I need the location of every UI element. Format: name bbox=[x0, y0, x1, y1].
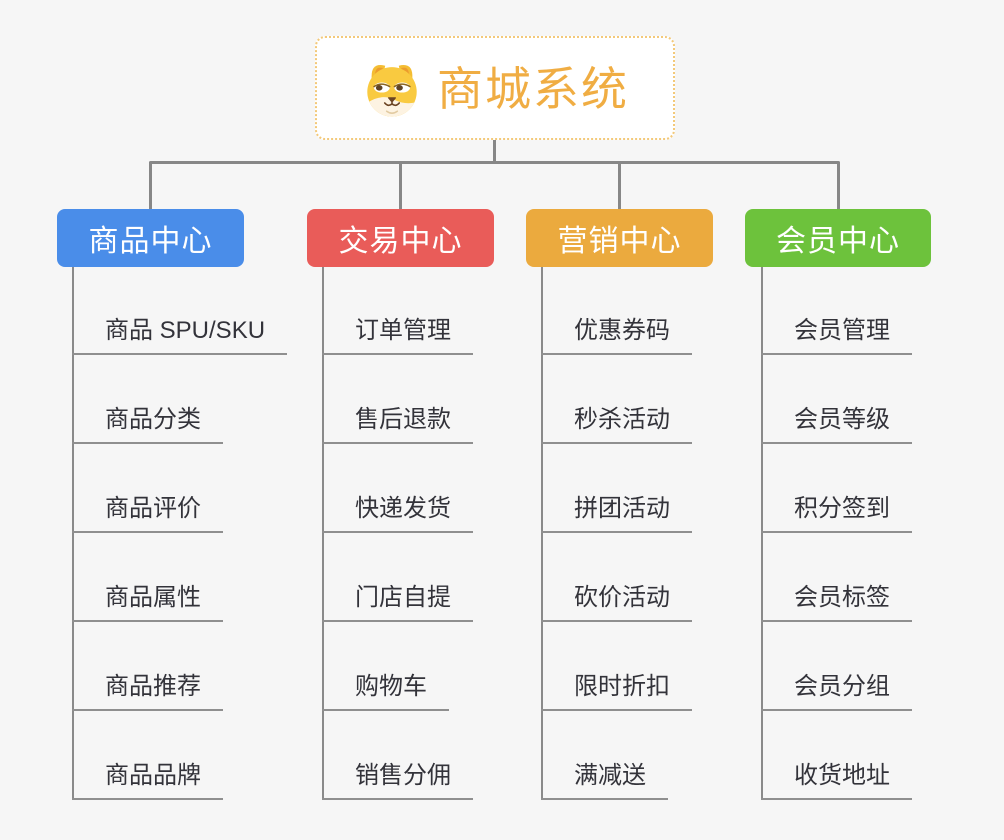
branch-column-marketing: 优惠券码 秒杀活动 拼团活动 砍价活动 限时折扣 满减送 bbox=[541, 267, 791, 802]
leaf-node[interactable]: 商品推荐 bbox=[72, 672, 223, 711]
leaf-node[interactable]: 拼团活动 bbox=[541, 494, 692, 533]
connector-trunk bbox=[541, 267, 543, 800]
connector-root-stem bbox=[493, 138, 496, 162]
branch-node-trade[interactable]: 交易中心 bbox=[307, 209, 494, 267]
connector-drop bbox=[149, 162, 152, 210]
leaf-node[interactable]: 会员分组 bbox=[761, 672, 912, 711]
connector-drop bbox=[399, 162, 402, 210]
leaf-node[interactable]: 商品属性 bbox=[72, 583, 223, 622]
leaf-node[interactable]: 满减送 bbox=[541, 761, 668, 800]
branch-node-members[interactable]: 会员中心 bbox=[745, 209, 931, 267]
leaf-node[interactable]: 商品 SPU/SKU bbox=[72, 316, 288, 355]
leaf-node[interactable]: 秒杀活动 bbox=[541, 405, 692, 444]
connector-trunk bbox=[322, 267, 324, 800]
branch-node-marketing[interactable]: 营销中心 bbox=[526, 209, 713, 267]
branch-label: 商品中心 bbox=[88, 225, 213, 258]
branch-label: 交易中心 bbox=[338, 225, 463, 258]
leaf-node[interactable]: 会员管理 bbox=[761, 316, 912, 355]
connector-bus bbox=[149, 161, 840, 164]
connector-trunk bbox=[72, 267, 74, 800]
branch-column-products: 商品 SPU/SKU 商品分类 商品评价 商品属性 商品推荐 商品品牌 bbox=[72, 267, 322, 802]
leaf-node[interactable]: 优惠券码 bbox=[541, 316, 692, 355]
branch-node-products[interactable]: 商品中心 bbox=[57, 209, 244, 267]
leaf-node[interactable]: 门店自提 bbox=[322, 583, 473, 622]
leaf-node[interactable]: 会员标签 bbox=[761, 583, 912, 622]
connector-drop bbox=[837, 162, 840, 210]
leaf-node[interactable]: 售后退款 bbox=[322, 405, 473, 444]
leaf-node[interactable]: 购物车 bbox=[322, 672, 449, 711]
leaf-node[interactable]: 积分签到 bbox=[761, 494, 912, 533]
leaf-node[interactable]: 销售分佣 bbox=[322, 761, 473, 800]
connector-drop bbox=[618, 162, 621, 210]
branch-column-trade: 订单管理 售后退款 快递发货 门店自提 购物车 销售分佣 bbox=[322, 267, 572, 802]
leaf-node[interactable]: 商品评价 bbox=[72, 494, 223, 533]
leaf-node[interactable]: 收货地址 bbox=[761, 761, 912, 800]
branch-label: 营销中心 bbox=[557, 225, 682, 258]
leaf-node[interactable]: 商品品牌 bbox=[72, 761, 223, 800]
connector-trunk bbox=[761, 267, 763, 800]
leaf-node[interactable]: 会员等级 bbox=[761, 405, 912, 444]
leaf-node[interactable]: 砍价活动 bbox=[541, 583, 692, 622]
root-node[interactable]: 商城系统 bbox=[315, 36, 675, 140]
shiba-dog-icon bbox=[367, 64, 417, 117]
branch-column-members: 会员管理 会员等级 积分签到 会员标签 会员分组 收货地址 bbox=[761, 267, 1004, 802]
leaf-node[interactable]: 商品分类 bbox=[72, 405, 223, 444]
root-title: 商城系统 bbox=[437, 63, 629, 115]
leaf-node[interactable]: 订单管理 bbox=[322, 316, 473, 355]
leaf-node[interactable]: 快递发货 bbox=[322, 494, 473, 533]
branch-label: 会员中心 bbox=[776, 225, 900, 258]
leaf-node[interactable]: 限时折扣 bbox=[541, 672, 692, 711]
